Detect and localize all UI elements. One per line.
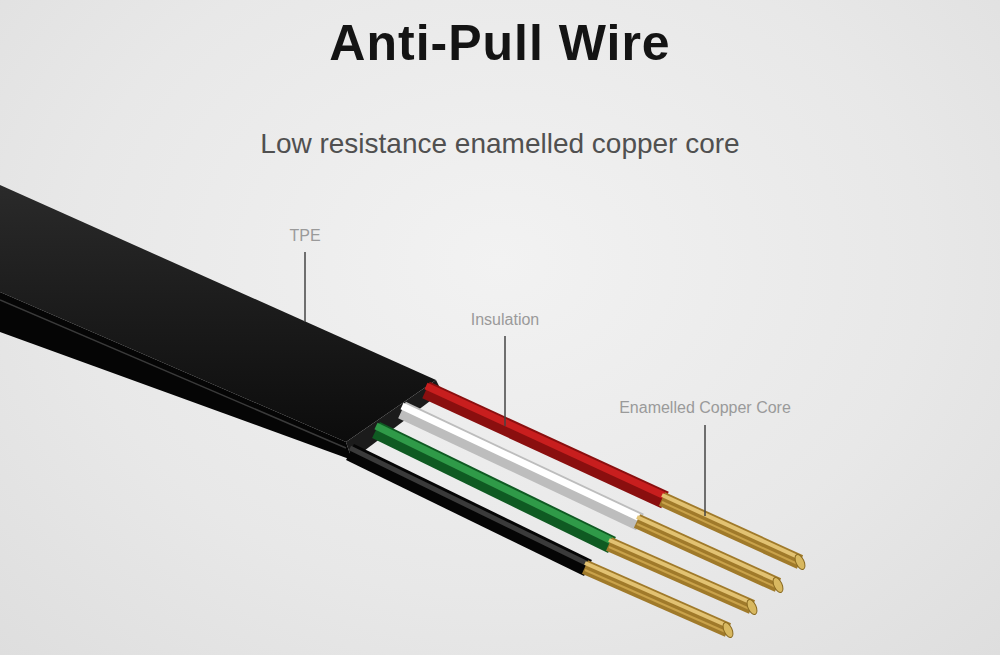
cable-edge-highlight xyxy=(0,300,346,448)
part-label: Insulation xyxy=(471,311,540,329)
green-wire xyxy=(376,426,759,616)
cable-side-face xyxy=(0,292,352,460)
subtitle: Low resistance enamelled copper core xyxy=(260,128,739,160)
title: Anti-Pull Wire xyxy=(329,14,670,72)
leader-line xyxy=(704,425,706,516)
part-label: TPE xyxy=(289,227,320,245)
leader-line xyxy=(504,336,506,426)
part-label: Enamelled Copper Core xyxy=(619,399,791,417)
leader-line xyxy=(304,252,306,322)
black-wire xyxy=(350,448,735,639)
